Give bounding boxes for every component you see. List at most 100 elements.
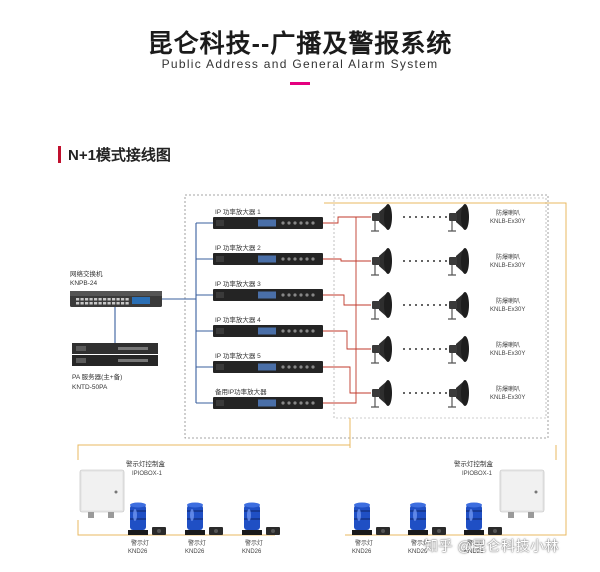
horn-name: 防爆喇叭	[496, 297, 520, 305]
light-model: KND26	[128, 549, 148, 555]
switch-port	[103, 302, 107, 305]
horn-name: 防爆喇叭	[496, 253, 520, 261]
speaker-link	[323, 330, 371, 350]
switch-port	[112, 298, 116, 301]
horn-speaker-icon	[448, 292, 469, 320]
horn-model: KNLB-Ex30Y	[490, 351, 525, 357]
link-dot	[403, 304, 405, 306]
amplifier-label: IP 功率放大器 2	[215, 243, 261, 252]
page-title: 昆仑科技--广播及警报系统	[147, 30, 453, 58]
switch-port	[116, 302, 120, 305]
link-dot	[439, 348, 441, 350]
network-line-group	[114, 222, 213, 404]
warning-light-icon	[242, 502, 280, 535]
warning-light-icon	[352, 502, 390, 535]
amplifier-label: 备用IP功率放大器	[215, 387, 267, 396]
horn-array: 防爆喇叭 KNLB-Ex30Y 防爆喇叭 KNLB-Ex30Y 防爆喇叭 KNLB-Ex3…	[371, 204, 525, 408]
link-dot	[409, 392, 411, 394]
switch-port	[94, 302, 98, 305]
light-name: 警示灯	[355, 539, 373, 547]
horn-speaker-icon	[448, 380, 469, 408]
horn-model: KNLB-Ex30Y	[490, 307, 525, 313]
switch-port	[125, 298, 129, 301]
speaker-line-group	[323, 216, 371, 404]
page-subtitle: Public Address and General Alarm System	[161, 57, 439, 71]
switch-name: 网络交换机	[70, 269, 103, 278]
link-dot	[445, 304, 447, 306]
link-dot	[415, 392, 417, 394]
server-name: PA 服务器(主+备)	[72, 372, 122, 381]
link-dot	[415, 216, 417, 218]
horn-name: 防爆喇叭	[496, 209, 520, 217]
link-dot	[415, 304, 417, 306]
link-dot	[415, 260, 417, 262]
link-dot	[421, 304, 423, 306]
section-title: N+1模式接线图	[68, 147, 171, 164]
warning-light-icon	[408, 502, 446, 535]
link-dot	[445, 216, 447, 218]
section-bar	[58, 146, 61, 163]
switch-port	[94, 298, 98, 301]
switch-port	[76, 302, 80, 305]
switch-port	[121, 298, 125, 301]
amplifier-6	[213, 397, 323, 409]
amplifier-5	[213, 361, 323, 373]
server-model: KNTD-50PA	[72, 384, 108, 391]
amplifier-label: IP 功率放大器 1	[215, 207, 261, 216]
link-dot	[421, 216, 423, 218]
switch-port	[112, 302, 116, 305]
amplifier-2	[213, 253, 323, 265]
horn-speaker-icon	[371, 204, 392, 232]
amplifier-3	[213, 289, 323, 301]
amplifier-stack: IP 功率放大器 1IP 功率放大器 2IP 功率放大器 3IP 功率放大器 4…	[213, 207, 323, 409]
control-line-group	[77, 202, 567, 536]
amplifier-label: IP 功率放大器 3	[215, 279, 261, 288]
link-dot	[421, 392, 423, 394]
link-dot	[403, 216, 405, 218]
horn-speaker-icon	[371, 336, 392, 364]
warning-light-icon	[185, 502, 223, 535]
speaker-link	[323, 258, 371, 262]
speaker-link	[323, 294, 371, 306]
link-dot	[433, 304, 435, 306]
light-model: KND26	[352, 549, 372, 555]
link-dot	[409, 260, 411, 262]
watermark: 知乎 @昆仑科技小林	[424, 538, 560, 554]
light-name: 警示灯	[467, 539, 485, 547]
speaker-group-frame	[333, 197, 547, 419]
light-model: KND26	[242, 549, 262, 555]
link-dot	[403, 260, 405, 262]
pa-server	[72, 343, 158, 366]
switch-port	[80, 298, 84, 301]
link-dot	[427, 216, 429, 218]
title-rule	[290, 82, 310, 85]
link-dot	[433, 216, 435, 218]
light-name: 警示灯	[188, 539, 206, 547]
light-name: 警示灯	[131, 539, 149, 547]
link-dot	[433, 348, 435, 350]
switch-port	[98, 302, 102, 305]
horn-name: 防爆喇叭	[496, 341, 520, 349]
warning-light-icon	[128, 502, 166, 535]
switch-ports	[76, 298, 129, 305]
switch-port	[107, 302, 111, 305]
speaker-link	[323, 216, 371, 224]
link-dot	[403, 348, 405, 350]
link-dot	[427, 260, 429, 262]
switch-port	[89, 302, 93, 305]
link-dot	[427, 348, 429, 350]
switch-port	[89, 298, 93, 301]
link-dot	[445, 260, 447, 262]
horn-speaker-icon	[371, 292, 392, 320]
amplifier-label: IP 功率放大器 5	[215, 351, 261, 360]
amplifier-1	[213, 217, 323, 229]
switch-port	[98, 298, 102, 301]
switch-port	[125, 302, 129, 305]
link-dot	[427, 392, 429, 394]
link-dot	[403, 392, 405, 394]
horn-name: 防爆喇叭	[496, 385, 520, 393]
horn-speaker-icon	[448, 204, 469, 232]
link-dot	[439, 392, 441, 394]
horn-model: KNLB-Ex30Y	[490, 395, 525, 401]
